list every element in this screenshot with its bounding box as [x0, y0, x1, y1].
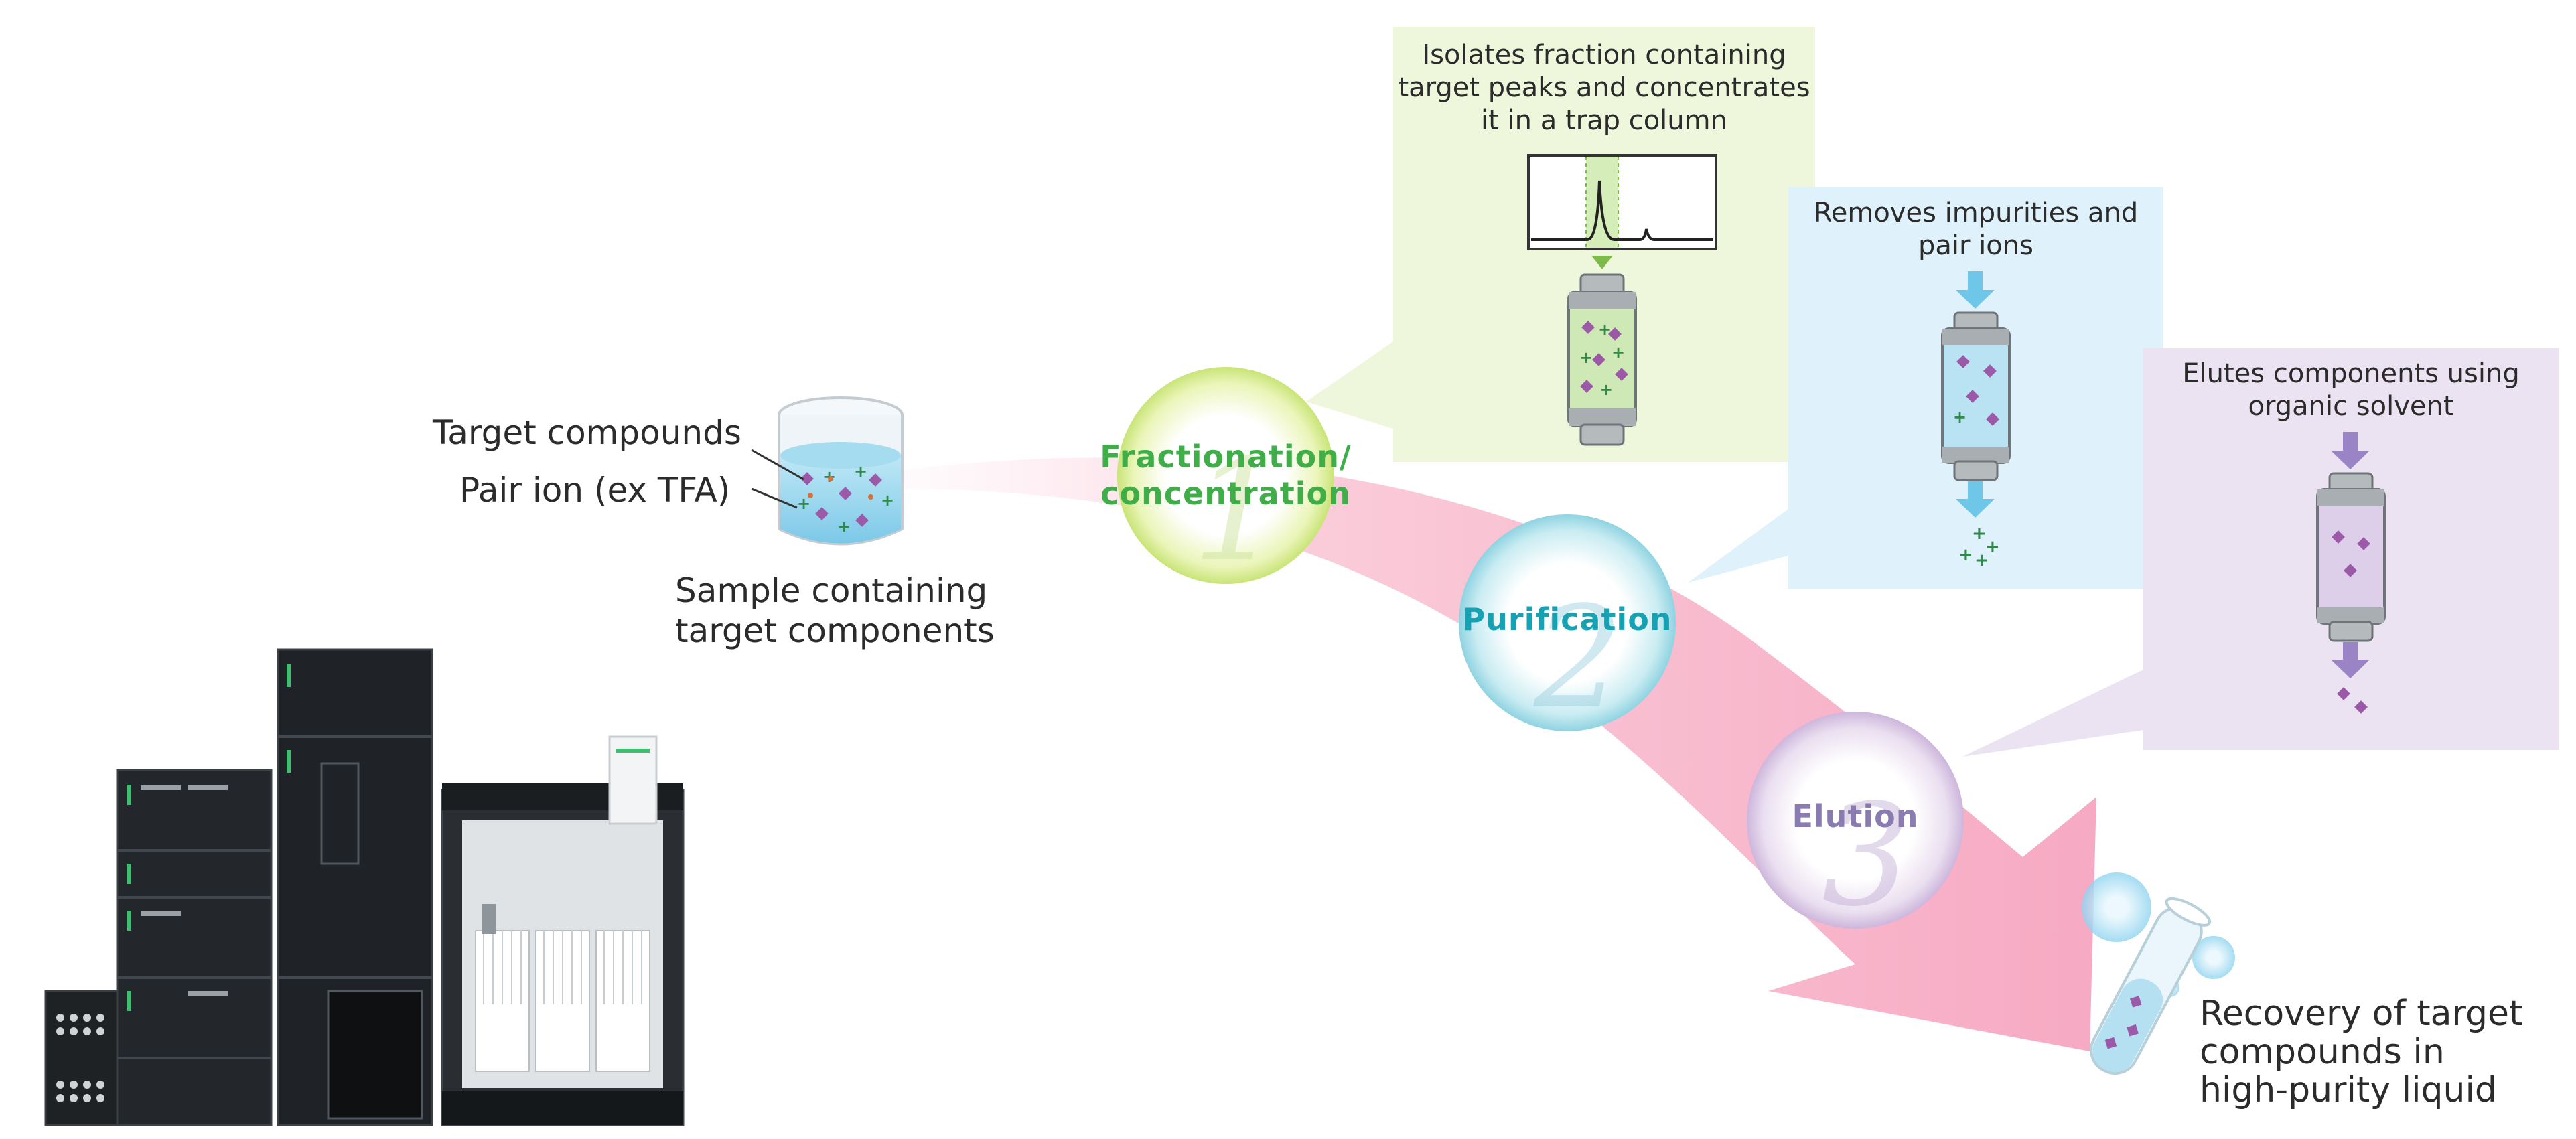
step-2-label: Purification [1462, 601, 1672, 637]
elution-column-icon [2316, 432, 2386, 714]
step-3-label: Elution [1792, 798, 1919, 834]
svg-text:+: + [1975, 550, 1989, 571]
purification-column-icon: + ++++ [1941, 271, 2011, 571]
target-compounds-label: Target compounds [433, 413, 741, 452]
recovery-line1: Recovery of target [2200, 994, 2523, 1034]
step-3-circle [1747, 712, 1964, 929]
fractionation-line2: target peaks and concentrates [1398, 72, 1810, 103]
fractionation-panel: Isolates fraction containing target peak… [1393, 27, 1815, 462]
label-leader-lines [751, 449, 804, 509]
elution-panel: Elutes components using organic solvent [2143, 348, 2559, 750]
step-1-label-line2: concentration [1100, 475, 1351, 512]
hplc-instrument [44, 648, 685, 1126]
fractionation-line1: Isolates fraction containing [1422, 40, 1786, 70]
svg-text:+: + [797, 494, 810, 513]
svg-text:+: + [1985, 537, 2000, 557]
svg-text:+: + [1598, 320, 1612, 339]
elution-line1: Elutes components using [2182, 358, 2520, 389]
svg-text:+: + [1579, 348, 1593, 367]
sample-caption-line1: Sample containing [675, 571, 988, 610]
recovery-test-tube-icon [2082, 872, 2235, 1075]
fractionation-line3: it in a trap column [1481, 104, 1727, 136]
svg-text:+: + [854, 462, 867, 481]
sample-beaker-icon: +++++ [778, 396, 904, 546]
purification-line2: pair ions [1918, 230, 2033, 261]
svg-text:+: + [837, 518, 851, 536]
elution-line2: organic solvent [2248, 390, 2454, 422]
svg-text:+: + [1599, 380, 1613, 399]
pair-ion-label: Pair ion (ex TFA) [459, 471, 731, 510]
sample-caption-line2: target components [675, 611, 995, 650]
step-2-circle [1459, 514, 1676, 731]
purification-line1: Removes impurities and [1813, 198, 2139, 228]
recovery-line2: compounds in [2200, 1032, 2445, 1073]
svg-text:+: + [1612, 343, 1625, 362]
svg-text:+: + [1958, 545, 1973, 565]
recovery-line3: high-purity liquid [2200, 1070, 2497, 1111]
step-1-label-line1: Fractionation/ [1100, 439, 1352, 475]
recovery-caption: Recovery of target compounds in high-pur… [2200, 994, 2523, 1111]
svg-text:+: + [1972, 524, 1987, 544]
fractionation-panel-text: Isolates fraction containing target peak… [1393, 39, 1815, 137]
svg-text:+: + [881, 491, 894, 510]
purification-panel-text: Removes impurities and pair ions [1788, 197, 2163, 262]
svg-text:+: + [1953, 408, 1966, 427]
step-1-label: Fractionation/ concentration [1092, 439, 1360, 512]
purification-panel: Removes impurities and pair ions + ++++ [1788, 187, 2163, 589]
chromatogram-trap-column-icon: ++++ [1527, 154, 1717, 446]
elution-panel-text: Elutes components using organic solvent [2143, 358, 2559, 423]
step-1-circle [1117, 367, 1334, 584]
